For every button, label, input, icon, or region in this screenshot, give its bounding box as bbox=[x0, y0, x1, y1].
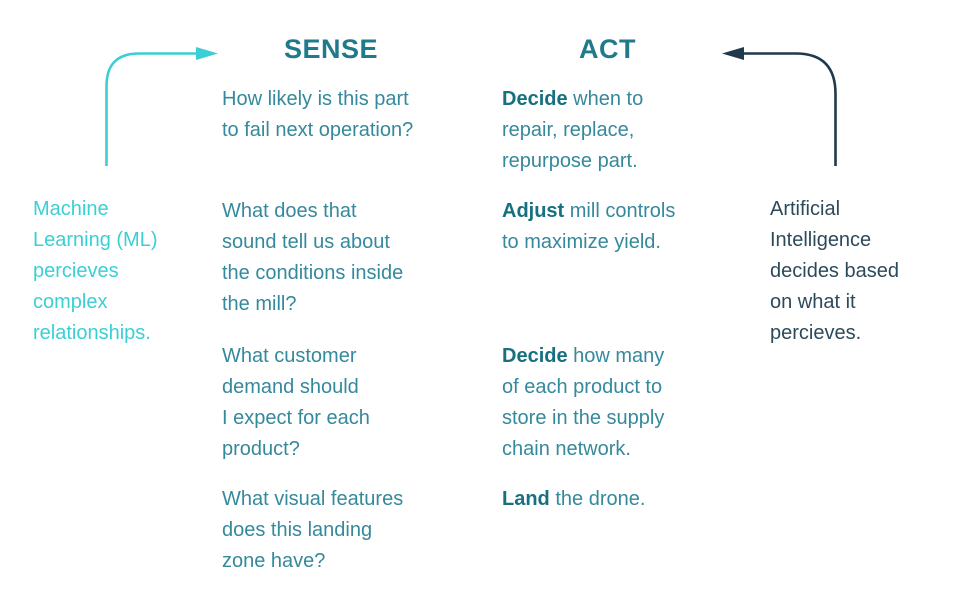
sense-question: How likely is this part to fail next ope… bbox=[222, 84, 413, 146]
curved-arrow-right-icon bbox=[105, 47, 218, 166]
sense-question-line: to fail next operation? bbox=[222, 119, 414, 141]
ml-note-line: relationships. bbox=[33, 322, 151, 344]
ai-note: Artificial Intelligence decides based on… bbox=[770, 194, 899, 349]
act-action: Decide how many of each product to store… bbox=[502, 341, 664, 465]
sense-question-line: demand should bbox=[222, 376, 359, 398]
sense-question: What visual features does this landing z… bbox=[222, 484, 403, 577]
ai-note-line: on what it bbox=[770, 291, 856, 313]
sense-heading: SENSE bbox=[284, 34, 379, 64]
act-heading: ACT bbox=[579, 34, 636, 64]
act-action-line: to maximize yield. bbox=[502, 231, 661, 253]
sense-question-line: I expect for each bbox=[222, 407, 370, 429]
sense-question-line: product? bbox=[222, 438, 300, 460]
act-action-line: repair, replace, bbox=[502, 119, 635, 141]
sense-question-line: does this landing bbox=[222, 519, 373, 541]
ai-note-line: Intelligence bbox=[770, 229, 872, 251]
ai-note-line: percieves. bbox=[770, 322, 862, 344]
ml-note-line: Machine bbox=[33, 198, 109, 220]
act-action-line: repurpose part. bbox=[502, 150, 638, 172]
act-verb: Decide bbox=[502, 88, 568, 110]
act-action-text: when to bbox=[567, 88, 644, 110]
ai-note-line: decides based bbox=[770, 260, 899, 282]
act-action-line: store in the supply bbox=[502, 407, 665, 429]
ai-note-line: Artificial bbox=[770, 198, 841, 220]
act-verb: Decide bbox=[502, 345, 568, 367]
sense-question-line: How likely is this part bbox=[222, 88, 409, 110]
sense-question-line: zone have? bbox=[222, 550, 326, 572]
act-action-line: chain network. bbox=[502, 438, 631, 460]
ml-note: Machine Learning (ML) percieves complex … bbox=[33, 194, 158, 349]
sense-question-line: sound tell us about bbox=[222, 231, 390, 253]
act-verb: Land bbox=[502, 488, 550, 510]
sense-question-line: the conditions inside bbox=[222, 262, 404, 284]
act-action: Land the drone. bbox=[502, 484, 645, 515]
ml-note-line: Learning (ML) bbox=[33, 229, 158, 251]
sense-question-line: the mill? bbox=[222, 293, 297, 315]
act-action-text: how many bbox=[567, 345, 665, 367]
ml-note-line: complex bbox=[33, 291, 108, 313]
act-action-text: mill controls bbox=[564, 200, 676, 222]
act-action-line: of each product to bbox=[502, 376, 663, 398]
act-action-line: Decide how many bbox=[502, 341, 664, 372]
act-action: Decide when to repair, replace, repurpos… bbox=[502, 84, 643, 177]
sense-question-line: What visual features bbox=[222, 488, 404, 510]
act-action-line: Land the drone. bbox=[502, 484, 645, 515]
ml-note-line: percieves bbox=[33, 260, 119, 282]
act-action-line: Decide when to bbox=[502, 84, 643, 115]
sense-question: What does that sound tell us about the c… bbox=[222, 196, 403, 320]
act-action-text: the drone. bbox=[549, 488, 646, 510]
act-action: Adjust mill controls to maximize yield. bbox=[502, 196, 675, 258]
curved-arrow-left-icon bbox=[722, 47, 837, 166]
act-verb: Adjust bbox=[502, 200, 565, 222]
sense-question: What customer demand should I expect for… bbox=[222, 341, 370, 465]
sense-question-line: What customer bbox=[222, 345, 357, 367]
act-action-line: Adjust mill controls bbox=[502, 196, 675, 227]
sense-question-line: What does that bbox=[222, 200, 357, 222]
